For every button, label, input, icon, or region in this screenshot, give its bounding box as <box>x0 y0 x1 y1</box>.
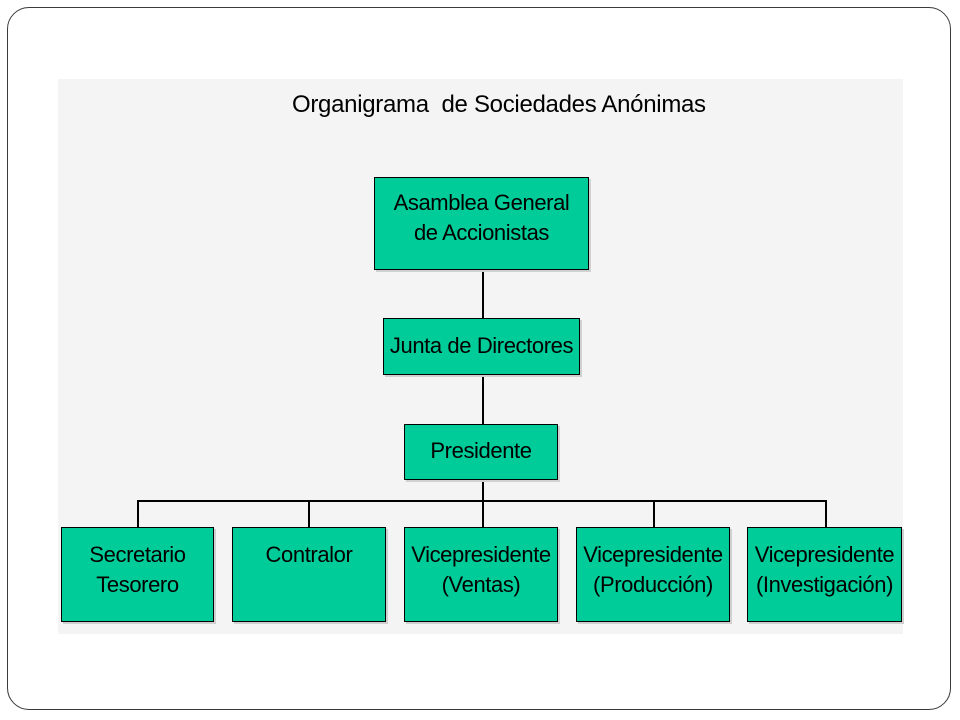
node-vp-produccion-line-1: Vicepresidente <box>583 542 723 567</box>
diagram-title: Organigrama de Sociedades Anónimas <box>292 91 706 118</box>
connector-asamblea-junta <box>482 269 484 319</box>
connector-junta-presidente <box>482 374 484 424</box>
node-vp-produccion-line-2: (Producción) <box>593 572 713 597</box>
node-contralor: Contralor <box>232 527 386 622</box>
node-vp-ventas: Vicepresidente (Ventas) <box>404 527 558 622</box>
node-contralor-line-1: Contralor <box>265 542 353 567</box>
node-junta-directores: Junta de Directores <box>383 318 580 375</box>
node-vp-produccion: Vicepresidente (Producción) <box>576 527 730 622</box>
connector-bus-contralor <box>308 500 310 528</box>
node-secretario-line-2: Tesorero <box>96 572 179 597</box>
connector-bus-vp-ventas <box>482 500 484 528</box>
node-vp-ventas-line-1: Vicepresidente <box>411 542 551 567</box>
node-vp-investigacion-line-2: (Investigación) <box>755 572 894 597</box>
node-vp-investigacion-line-1: Vicepresidente <box>754 542 895 567</box>
node-asamblea-general: Asamblea General de Accionistas <box>374 177 589 270</box>
node-presidente: Presidente <box>404 424 558 480</box>
connector-bus-vp-produccion <box>653 500 655 528</box>
connector-bus-vp-investigacion <box>825 500 827 528</box>
node-vp-ventas-line-2: (Ventas) <box>441 572 521 597</box>
node-vp-investigacion: Vicepresidente (Investigación) <box>747 527 902 622</box>
node-asamblea-line-1: Asamblea General <box>393 190 570 215</box>
connector-bus <box>137 500 826 502</box>
node-secretario-tesorero: Secretario Tesorero <box>61 527 214 622</box>
node-presidente-line-1: Presidente <box>430 438 532 463</box>
node-junta-line-1: Junta de Directores <box>389 333 574 358</box>
connector-presidente-bus <box>482 479 484 501</box>
node-secretario-line-1: Secretario <box>89 542 186 567</box>
node-asamblea-line-2: de Accionistas <box>413 220 550 245</box>
connector-bus-secretario <box>137 500 139 528</box>
